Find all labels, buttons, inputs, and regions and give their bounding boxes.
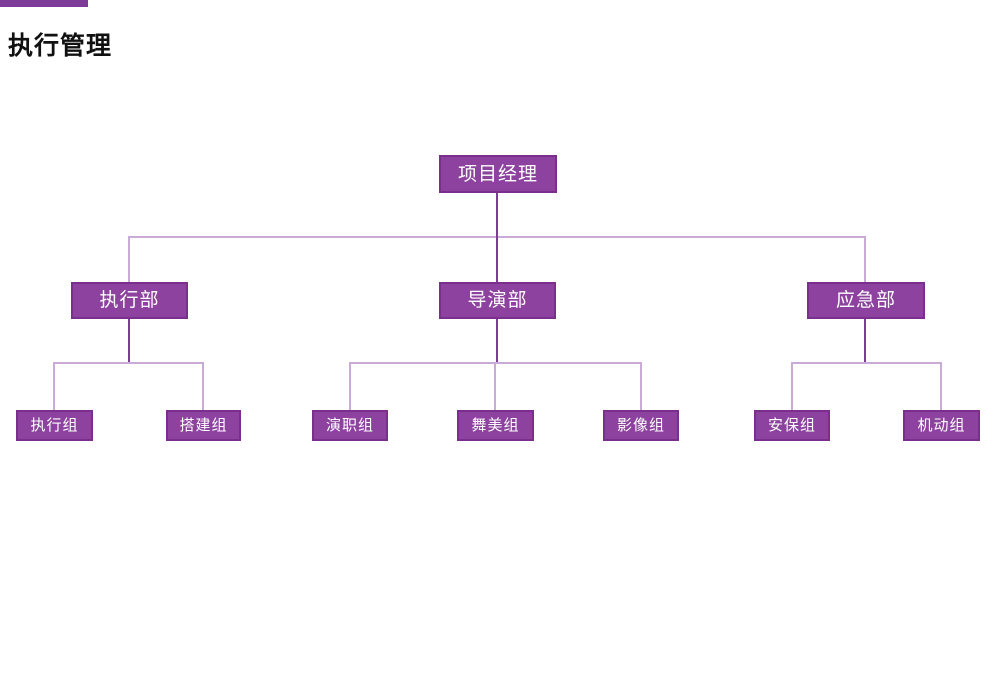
connector-director-stem <box>496 319 498 363</box>
connector-drop-build-team <box>202 362 204 410</box>
connector-drop-emergency-dept <box>864 236 866 282</box>
connector-drop-exec-dept <box>128 236 130 282</box>
org-node-build-team: 搭建组 <box>166 410 241 441</box>
org-node-mobile-team: 机动组 <box>903 410 980 441</box>
org-node-emergency-dept: 应急部 <box>807 282 925 319</box>
connector-emergency-rail <box>791 362 942 364</box>
page-title: 执行管理 <box>8 32 113 60</box>
connector-drop-stage-team <box>494 362 496 410</box>
org-node-exec-team: 执行组 <box>16 410 93 441</box>
org-node-director-dept: 导演部 <box>439 282 556 319</box>
connector-exec-rail <box>53 362 204 364</box>
connector-drop-exec-team <box>53 362 55 410</box>
connector-exec-stem <box>128 319 130 363</box>
accent-bar <box>0 0 88 7</box>
connector-drop-mobile-team <box>940 362 942 410</box>
connector-drop-video-team <box>640 362 642 410</box>
org-node-security-team: 安保组 <box>754 410 830 441</box>
org-node-video-team: 影像组 <box>603 410 679 441</box>
org-node-cast-team: 演职组 <box>312 410 388 441</box>
org-node-project-manager: 项目经理 <box>439 155 557 193</box>
org-node-exec-dept: 执行部 <box>71 282 188 319</box>
connector-drop-director-dept <box>496 236 498 282</box>
connector-emergency-stem <box>864 319 866 363</box>
connector-drop-security-team <box>791 362 793 410</box>
connector-drop-cast-team <box>349 362 351 410</box>
connector-root-stem <box>496 193 498 237</box>
org-node-stage-team: 舞美组 <box>457 410 534 441</box>
